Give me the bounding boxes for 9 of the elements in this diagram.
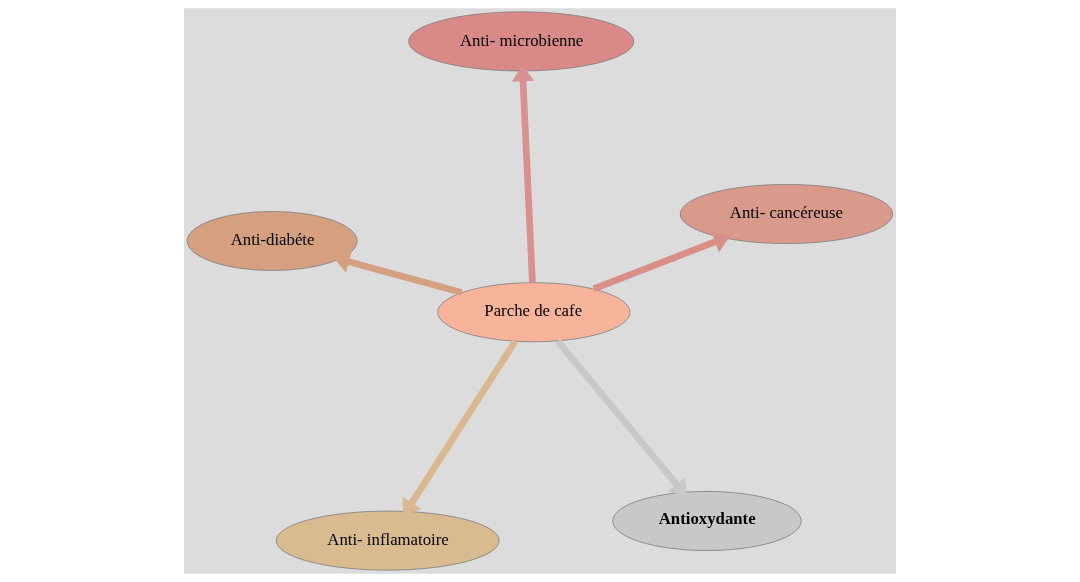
node-ellipse: Anti- cancéreuse (679, 184, 894, 244)
node-ellipse: Antioxydante (612, 491, 802, 551)
arrow (555, 338, 687, 497)
arrow (592, 231, 730, 293)
arrow (511, 65, 536, 283)
node-ellipse: Parche de cafe (437, 282, 631, 343)
node-ellipse: Anti- microbienne (408, 11, 635, 72)
node-ellipse: Anti- inflamatoire (275, 510, 500, 571)
arrow (333, 251, 463, 296)
